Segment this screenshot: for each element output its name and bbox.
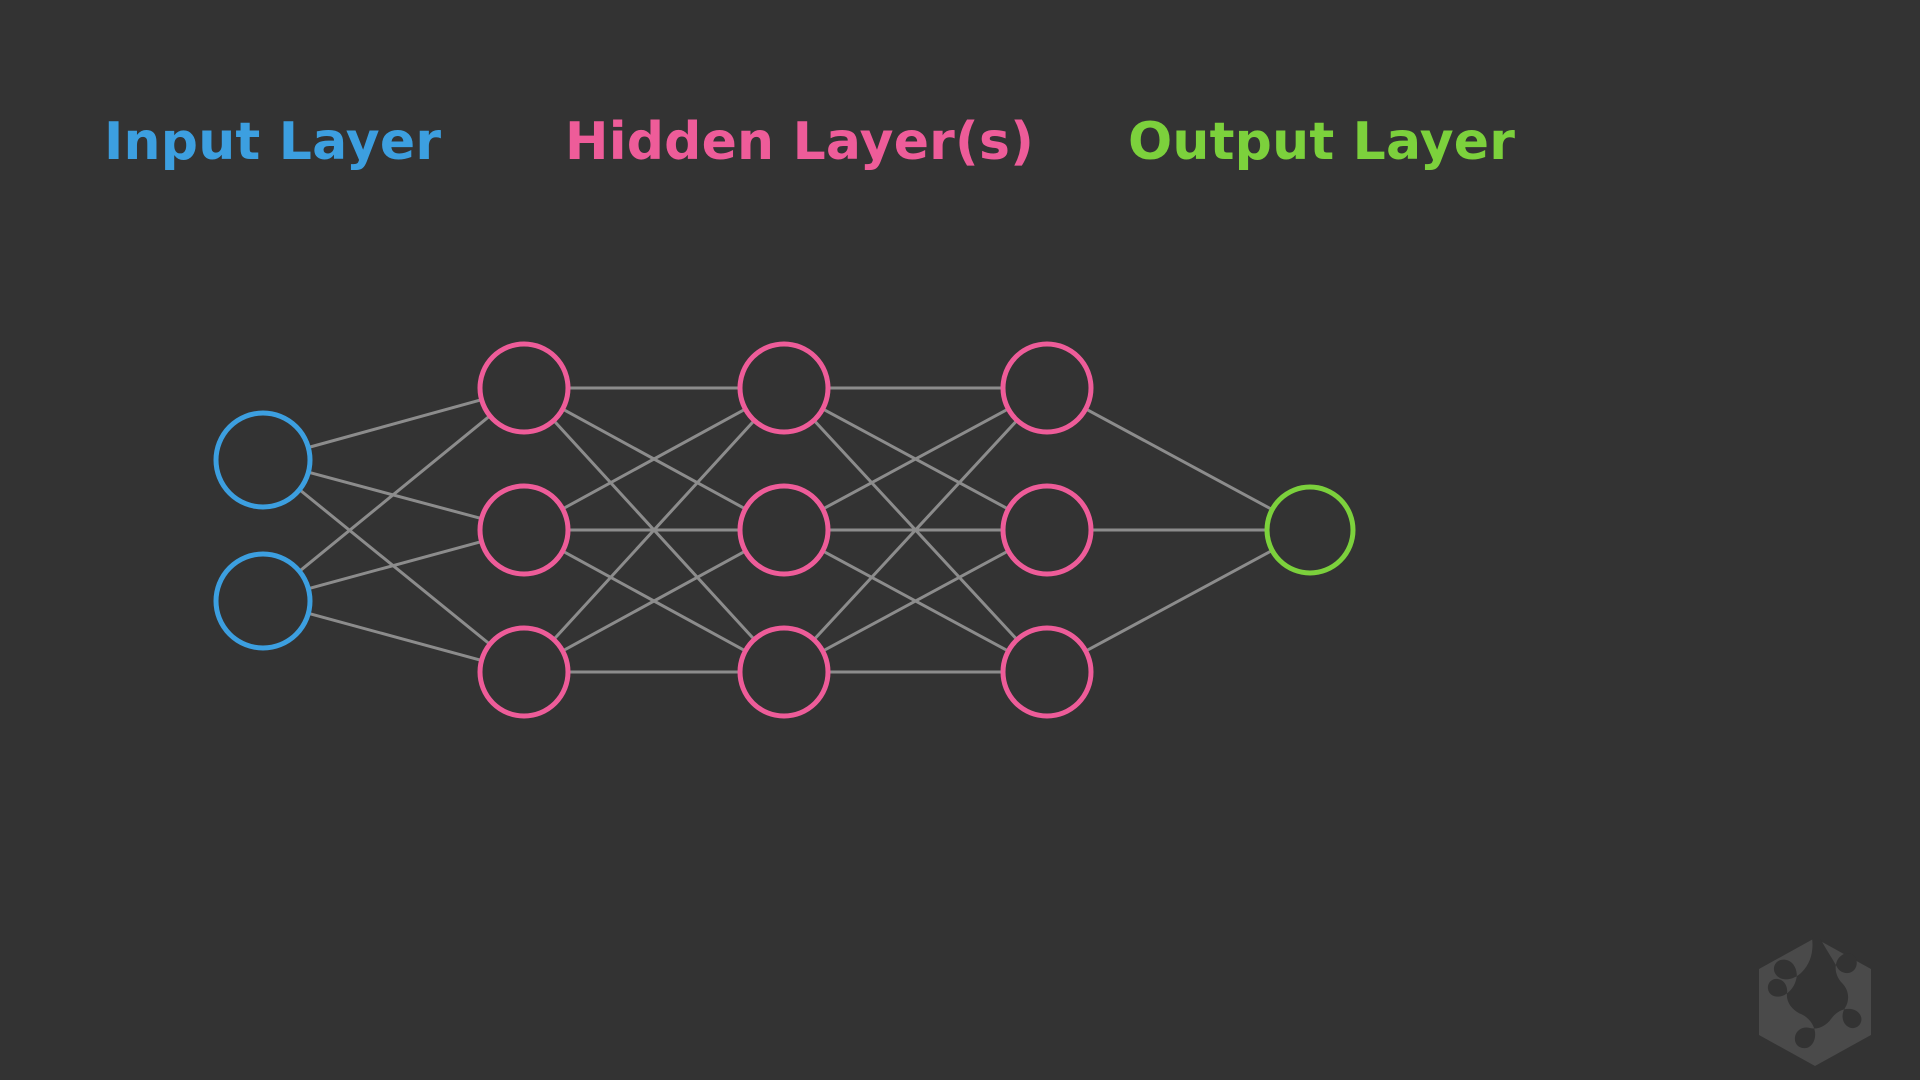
- neuron-node-o1[interactable]: [1264, 484, 1356, 576]
- neuron-node-h1_1[interactable]: [477, 341, 571, 435]
- neuron-node-h1_2[interactable]: [477, 483, 571, 577]
- neuron-glyph-icon: [1767, 938, 1862, 1049]
- connection-edge: [552, 418, 756, 642]
- connection-edge: [1084, 548, 1274, 653]
- connection-edge: [821, 407, 1010, 511]
- connection-edge: [297, 414, 492, 573]
- label-input-layer: Input Layer: [104, 112, 442, 172]
- label-output-layer: Output Layer: [1128, 112, 1516, 172]
- neuron-node-h3_2[interactable]: [1000, 483, 1094, 577]
- neuron-node-h2_2[interactable]: [737, 483, 831, 577]
- label-hidden-layer: Hidden Layer(s): [565, 112, 1035, 172]
- connection-edge: [561, 549, 747, 653]
- neuron-node-h2_1[interactable]: [737, 341, 831, 435]
- connection-edge: [297, 488, 492, 646]
- neuron-node-h2_3[interactable]: [737, 625, 831, 719]
- connection-edge: [306, 611, 484, 662]
- neuron-node-h1_3[interactable]: [477, 625, 571, 719]
- connection-edge: [306, 540, 484, 591]
- connection-edge: [812, 418, 1019, 642]
- connection-edge: [821, 549, 1010, 653]
- connection-edges: [297, 386, 1274, 674]
- neuron-node-h3_3[interactable]: [1000, 625, 1094, 719]
- neuron-node-h3_1[interactable]: [1000, 341, 1094, 435]
- neuron-node-i1[interactable]: [213, 410, 313, 510]
- connection-edge: [561, 407, 747, 511]
- connection-edge: [1084, 407, 1274, 512]
- neuron-node-i2[interactable]: [213, 551, 313, 651]
- hexagon-neuron-logo-watermark: [1759, 938, 1871, 1066]
- neuron-nodes: [213, 341, 1356, 719]
- connection-edge: [306, 470, 484, 521]
- connection-edge: [306, 398, 484, 450]
